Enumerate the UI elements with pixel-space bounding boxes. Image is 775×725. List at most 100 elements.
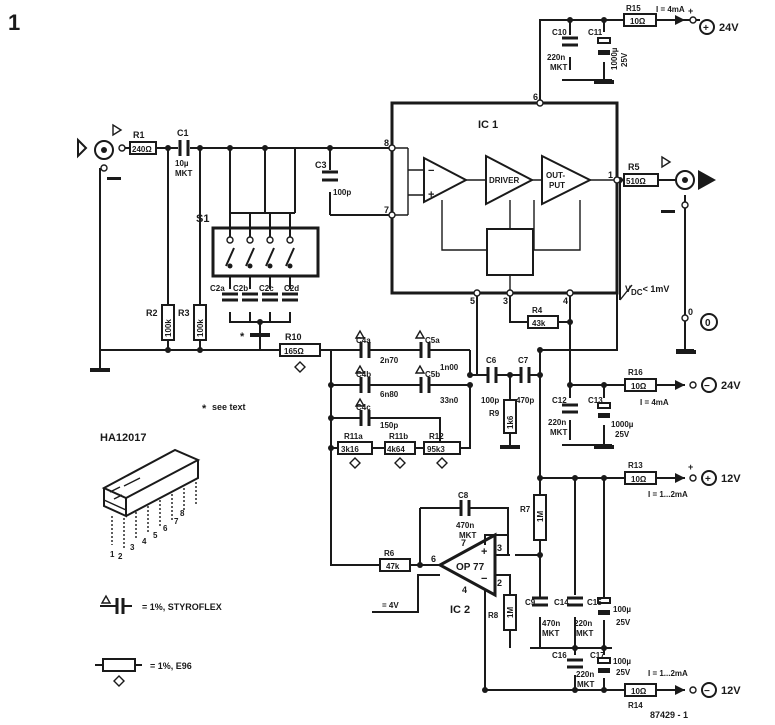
- ic1-pin5: 5: [470, 296, 475, 306]
- r9-ref: R9: [489, 409, 500, 418]
- i12n-label: I = 1...2mA: [648, 669, 688, 678]
- vdc-label: VDC< 1mV: [625, 284, 669, 297]
- r10-body: [279, 343, 321, 357]
- package-pin3: 3: [130, 543, 135, 552]
- c17-rating: 25V: [616, 668, 631, 677]
- r11b-value: 4k64: [387, 445, 405, 454]
- zero-terminal-label: 0: [705, 318, 711, 329]
- i24n-label: I = 4mA: [640, 398, 669, 407]
- legend-res-text: = 1%, E96: [150, 661, 192, 671]
- r11a-ref: R11a: [344, 432, 363, 441]
- c8-ref: C8: [458, 491, 469, 500]
- r3-ref: R3: [178, 308, 190, 318]
- ic1-pin7: 7: [384, 205, 389, 215]
- c4b-value: 6n80: [380, 390, 399, 399]
- c17-ref: C17: [590, 651, 605, 660]
- ic1-pin1: 1: [608, 170, 613, 180]
- r3-body: [193, 304, 207, 341]
- note-text: see text: [212, 402, 246, 412]
- r12-value: 95k3: [427, 445, 445, 454]
- r12-ref: R12: [429, 432, 444, 441]
- r13-value: 10Ω: [631, 475, 647, 484]
- c11-ref: C11: [588, 28, 603, 37]
- r11b-body: [384, 441, 416, 455]
- r5-value: 510Ω: [626, 177, 646, 186]
- ic1-blocks: − + IC 1 DRIVER OUT- PUT 8 7 1 5 3 4 6: [384, 92, 613, 306]
- ic1-pin6: 6: [533, 92, 538, 102]
- c1-value: 10µ: [175, 159, 189, 168]
- r16-value: 10Ω: [631, 382, 647, 391]
- package-pin2: 2: [118, 552, 123, 561]
- c9-ref: C9: [525, 598, 536, 607]
- r8-body: [503, 594, 517, 631]
- r7-body: [533, 494, 547, 541]
- r14-ref: R14: [628, 701, 643, 710]
- ic2-plus: +: [481, 546, 487, 558]
- junctions: [165, 17, 623, 693]
- r16-body: [624, 378, 657, 392]
- ic1-minus: −: [428, 165, 434, 177]
- r10-value: 165Ω: [284, 347, 304, 356]
- c9-type: MKT: [542, 629, 559, 638]
- legend: = 1%, STYROFLEX = 1%, E96: [95, 594, 222, 687]
- r5-body: [623, 173, 659, 187]
- r14-value: 10Ω: [631, 687, 647, 696]
- ground-symbols: [90, 80, 696, 449]
- r14-body: [624, 683, 657, 697]
- r13-body: [624, 471, 657, 485]
- c2d-ref: C2d: [284, 284, 299, 293]
- figure-code: 87429 - 1: [650, 710, 688, 720]
- c3-ref: C3: [315, 160, 327, 170]
- ic2-opamp: OP 77 IC 2 + − 7 3 2 6 4: [431, 532, 502, 616]
- ic1-pin4: 4: [563, 296, 568, 306]
- r1-ref: R1: [133, 130, 145, 140]
- ic1-output-b: PUT: [549, 181, 565, 190]
- resistors: [129, 13, 659, 697]
- input-connector: [77, 123, 126, 172]
- package-pin6: 6: [163, 524, 168, 533]
- r2-body: [161, 304, 175, 341]
- ic2-pin3: 3: [497, 543, 502, 553]
- capacitors: [178, 36, 611, 673]
- ic1-pin8: 8: [384, 138, 389, 148]
- package-pin5: 5: [153, 531, 158, 540]
- pos24-plus: +: [688, 6, 693, 16]
- c12-ref: C12: [552, 396, 567, 405]
- r6-body: [379, 558, 411, 572]
- package-pin4: 4: [142, 537, 147, 546]
- r2-value: 100k: [164, 319, 173, 337]
- note: * see text: [202, 402, 246, 415]
- ic2-label: IC 2: [450, 604, 470, 616]
- c2c-ref: C2c: [259, 284, 274, 293]
- c12-value: 220n: [548, 418, 566, 427]
- c13-value: 1000µ: [611, 420, 634, 429]
- c11-rating: 25V: [620, 52, 629, 67]
- r2-ref: R2: [146, 308, 158, 318]
- c5b-ref: C5b: [425, 370, 440, 379]
- c11-value: 1000µ: [610, 47, 619, 70]
- r4-value: 43k: [532, 319, 546, 328]
- r6-ref: R6: [384, 549, 395, 558]
- r11a-value: 3k16: [341, 445, 359, 454]
- note-mark: *: [202, 403, 207, 415]
- figure-number: 1: [8, 10, 20, 35]
- c4b-ref: C4b: [356, 370, 371, 379]
- ic2-pin2: 2: [497, 578, 502, 588]
- r11a-body: [337, 441, 373, 455]
- r15-ref: R15: [626, 4, 641, 13]
- c15-value: 100µ: [613, 605, 631, 614]
- r8-ref: R8: [488, 611, 499, 620]
- r8-value: 1M: [506, 607, 515, 618]
- c5a-value: 1n00: [440, 363, 459, 372]
- c8-value: 470n: [456, 521, 474, 530]
- ic-pin-markers: [388, 99, 621, 297]
- r6-value: 47k: [386, 562, 400, 571]
- c7-value: 470p: [516, 396, 534, 405]
- c16-value: 220n: [576, 670, 594, 679]
- package-pin1: 1: [110, 550, 115, 559]
- c14-ref: C14: [554, 598, 569, 607]
- c1-type: MKT: [175, 169, 192, 178]
- pos24-label: 24V: [719, 22, 739, 34]
- ha12017-package: HA12017 1 2 3 4 5 6 7 8: [100, 432, 201, 561]
